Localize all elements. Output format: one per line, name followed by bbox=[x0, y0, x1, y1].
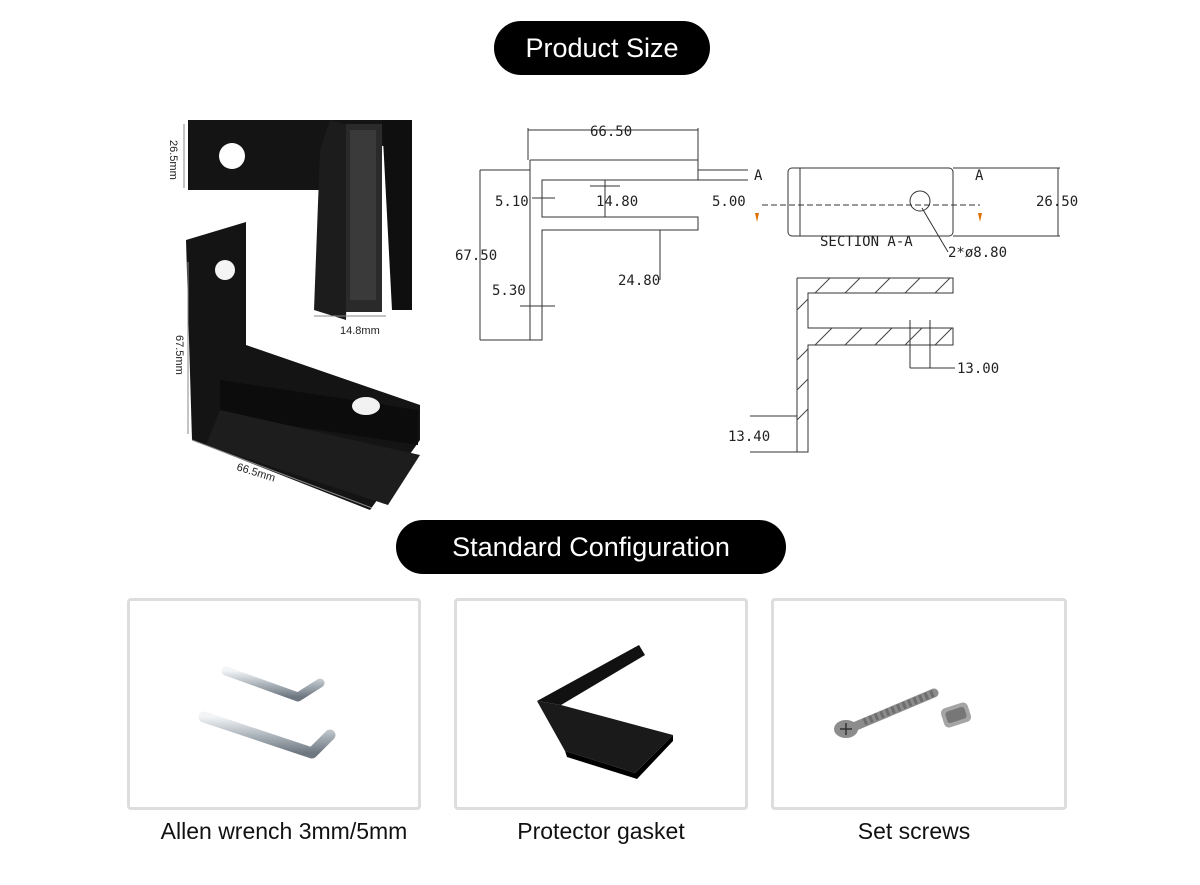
caption-screws: Set screws bbox=[857, 818, 971, 844]
dim-total-height: 67.50 bbox=[455, 248, 497, 264]
dim-width: 66.50 bbox=[590, 124, 632, 140]
photo-dim-slot: 14.8mm bbox=[340, 325, 380, 337]
section-marker-right: A bbox=[975, 168, 984, 184]
dim-slot-width: 14.80 bbox=[596, 194, 638, 210]
hole-spec: 2*ø8.80 bbox=[948, 245, 1007, 261]
photo-dim-side-height: 67.5mm bbox=[173, 335, 185, 375]
upper-bracket-image bbox=[188, 120, 412, 320]
caption-allen-wrench: Allen wrench 3mm/5mm bbox=[160, 818, 408, 844]
allen-wrench-icon bbox=[198, 666, 336, 759]
section-label: SECTION A-A bbox=[820, 234, 913, 250]
standard-configuration-heading: Standard Configuration bbox=[396, 520, 786, 574]
gasket-icon bbox=[537, 645, 673, 779]
product-photo: 26.5mm 14.8mm 67.5mm 66.5mm bbox=[167, 120, 420, 510]
dim-right-gap: 5.00 bbox=[712, 194, 746, 210]
lower-bracket-image bbox=[186, 222, 420, 510]
caption-gasket: Protector gasket bbox=[517, 818, 685, 844]
dim-hole-offset: 13.00 bbox=[957, 361, 999, 377]
config-card-screws bbox=[771, 598, 1067, 810]
dim-bottom-offset: 13.40 bbox=[728, 429, 770, 445]
dim-wall: 5.30 bbox=[492, 283, 526, 299]
photo-dim-top-height: 26.5mm bbox=[167, 140, 179, 180]
product-size-heading: Product Size bbox=[494, 21, 710, 75]
technical-drawing: 66.50 5.10 14.80 5.00 67.50 24.80 5.30 A… bbox=[455, 124, 1078, 453]
config-card-allen-wrench bbox=[127, 598, 421, 810]
config-card-gasket bbox=[454, 598, 748, 810]
dim-left-gap: 5.10 bbox=[495, 194, 529, 210]
dim-section-height: 26.50 bbox=[1036, 194, 1078, 210]
dim-slot-depth: 24.80 bbox=[618, 273, 660, 289]
section-marker-left: A bbox=[754, 168, 763, 184]
screws-icon bbox=[834, 688, 972, 738]
